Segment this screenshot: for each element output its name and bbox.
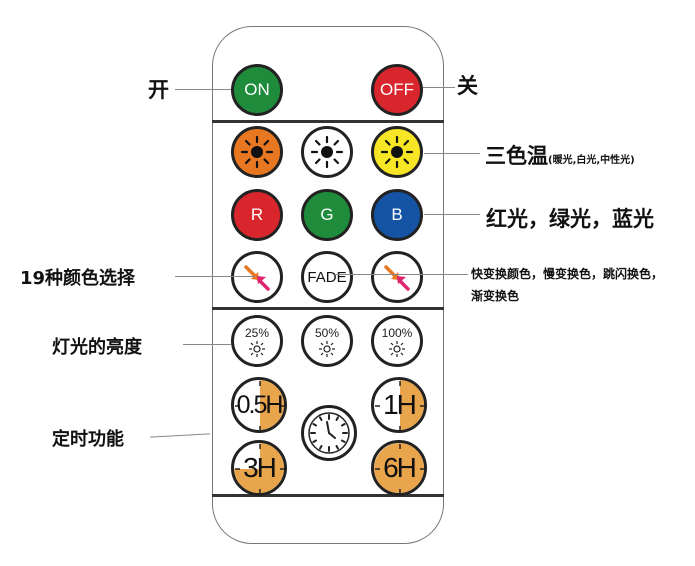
timer-0.5h-button[interactable]: 0.5H bbox=[231, 377, 287, 433]
neutral-light-button[interactable] bbox=[371, 126, 423, 178]
brightness-100-label: 100% bbox=[381, 326, 413, 340]
sun-icon bbox=[310, 135, 344, 169]
leader-line bbox=[336, 274, 468, 275]
sun-icon bbox=[240, 135, 274, 169]
leader-line bbox=[424, 153, 480, 154]
green-button[interactable]: G bbox=[301, 189, 353, 241]
divider bbox=[212, 307, 444, 310]
sun-icon bbox=[389, 341, 405, 357]
green-button-label: G bbox=[320, 205, 334, 224]
warm-light-button[interactable] bbox=[231, 126, 283, 178]
sun-icon bbox=[380, 135, 414, 169]
arrow-icon bbox=[384, 265, 410, 291]
sun-icon bbox=[319, 341, 335, 357]
arrow-icon bbox=[244, 265, 270, 291]
color-prev-button[interactable] bbox=[231, 251, 283, 303]
timer-1h-button[interactable]: 1H bbox=[371, 377, 427, 433]
divider bbox=[212, 494, 444, 497]
timer-fill-icon bbox=[375, 380, 424, 430]
blue-button[interactable]: B bbox=[371, 189, 423, 241]
rgb-caption: 红光，绿光，蓝光 bbox=[486, 207, 654, 231]
brightness-25-label: 25% bbox=[244, 326, 270, 340]
timer-1h-label: 1H bbox=[383, 389, 417, 420]
modes-caption-line2: 渐变换色 bbox=[471, 289, 520, 303]
color-select-caption: 19种颜色选择 bbox=[20, 268, 136, 289]
modes-caption-line1: 快变换颜色，慢变换色，跳闪换色， bbox=[471, 267, 664, 281]
timer-fill-icon bbox=[374, 443, 424, 493]
leader-line bbox=[424, 214, 480, 215]
leader-line bbox=[175, 276, 255, 277]
on-button-label: ON bbox=[244, 80, 270, 99]
red-button-label: R bbox=[250, 205, 264, 224]
divider bbox=[212, 120, 444, 123]
brightness-50-label: 50% bbox=[314, 326, 340, 340]
brightness-25-button[interactable]: 25% bbox=[231, 315, 283, 367]
timer-3h-button[interactable]: 3H bbox=[231, 440, 287, 496]
leader-line bbox=[183, 344, 231, 345]
red-button[interactable]: R bbox=[231, 189, 283, 241]
timer-fill-icon bbox=[235, 380, 284, 430]
temperature-caption: 三色温(暖光,白光,中性光) bbox=[485, 140, 635, 170]
timer-0.5h-label: 0.5H bbox=[236, 390, 284, 419]
off-button-label: OFF bbox=[380, 80, 414, 99]
clock-icon bbox=[308, 412, 350, 454]
timer-3h-label: 3H bbox=[243, 452, 277, 483]
fade-button[interactable]: FADE bbox=[301, 251, 353, 303]
timer-clock-button[interactable] bbox=[301, 405, 357, 461]
on-button[interactable]: ON bbox=[231, 64, 283, 116]
blue-button-label: B bbox=[391, 205, 403, 224]
brightness-50-button[interactable]: 50% bbox=[301, 315, 353, 367]
leader-line bbox=[150, 433, 210, 438]
timer-6h-button[interactable]: 6H bbox=[371, 440, 427, 496]
brightness-caption: 灯光的亮度 bbox=[52, 337, 142, 358]
sun-icon bbox=[249, 341, 265, 357]
white-light-button[interactable] bbox=[301, 126, 353, 178]
temperature-caption-main: 三色温 bbox=[485, 144, 548, 168]
color-next-button[interactable] bbox=[371, 251, 423, 303]
brightness-100-button[interactable]: 100% bbox=[371, 315, 423, 367]
temperature-caption-sub: (暖光,白光,中性光) bbox=[548, 155, 635, 166]
leader-line bbox=[175, 89, 231, 90]
leader-line bbox=[423, 87, 455, 88]
timer-caption: 定时功能 bbox=[52, 429, 124, 450]
timer-6h-label: 6H bbox=[383, 452, 417, 483]
on-caption: 开 bbox=[148, 78, 169, 102]
fade-button-label: FADE bbox=[307, 268, 347, 286]
timer-fill-icon bbox=[234, 443, 284, 493]
off-caption: 关 bbox=[457, 74, 478, 98]
off-button[interactable]: OFF bbox=[371, 64, 423, 116]
